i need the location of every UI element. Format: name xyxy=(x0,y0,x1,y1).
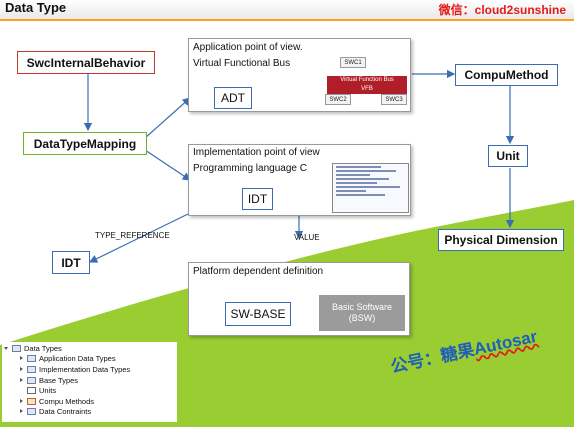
physical-dimension-node: Physical Dimension xyxy=(438,229,564,251)
vfb-swc3: SWC3 xyxy=(381,94,407,105)
tree-item-label: Compu Methods xyxy=(39,396,95,406)
implementation-panel-line1: Implementation point of view xyxy=(193,147,320,158)
data-constraint-icon xyxy=(27,407,36,415)
vfb-swc1: SWC1 xyxy=(340,57,366,68)
platform-panel-line1: Platform dependent definition xyxy=(193,266,324,277)
arrow-idt-type-reference xyxy=(88,213,189,263)
tree-item[interactable]: Application Data Types xyxy=(20,353,116,363)
application-panel-line2: Virtual Functional Bus xyxy=(193,58,291,69)
vfb-bus-label: Virtual Function Bus xyxy=(340,77,394,83)
application-panel: Application point of view. Virtual Funct… xyxy=(188,38,411,112)
type-reference-label: TYPE_REFERENCE xyxy=(95,231,170,240)
vfb-swc2: SWC2 xyxy=(325,94,351,105)
collapse-arrow-icon[interactable] xyxy=(20,378,23,382)
tree-item[interactable]: Base Types xyxy=(20,375,78,385)
application-panel-line1: Application point of view. xyxy=(193,42,303,53)
unit-node: Unit xyxy=(488,145,528,167)
tree-item[interactable]: Data Contraints xyxy=(20,406,91,416)
tree-item[interactable]: Implementation Data Types xyxy=(20,364,130,374)
tree-item[interactable]: Units xyxy=(27,385,56,395)
vfb-label: VFB xyxy=(361,86,373,92)
data-type-mapping-node: DataTypeMapping xyxy=(23,132,147,155)
swc-internal-behavior-node: SwcInternalBehavior xyxy=(17,51,155,74)
bsw-line1: Basic Software xyxy=(331,302,393,312)
arrow-mapping-to-idt xyxy=(144,149,191,181)
implementation-panel: Implementation point of view Programming… xyxy=(188,144,411,216)
arrow-mapping-to-adt xyxy=(144,97,191,139)
idt-node: IDT xyxy=(52,251,90,274)
tree-item[interactable]: Compu Methods xyxy=(20,396,94,406)
platform-panel: Platform dependent definition SW-BASE Ba… xyxy=(188,262,410,336)
tree-item-label: Application Data Types xyxy=(39,353,116,363)
idt-panel-label: IDT xyxy=(242,188,273,210)
compu-method-icon xyxy=(27,397,36,405)
collapse-arrow-icon[interactable] xyxy=(20,409,23,413)
value-label: VALUE xyxy=(294,233,320,242)
compu-method-node: CompuMethod xyxy=(455,64,558,86)
tree-item-label: Base Types xyxy=(39,375,79,385)
data-type-icon xyxy=(27,354,36,362)
sw-base-label: SW-BASE xyxy=(225,302,291,326)
vfb-bus-bar: Virtual Function Bus VFB xyxy=(327,76,407,94)
collapse-arrow-icon[interactable] xyxy=(20,356,23,360)
units-icon xyxy=(27,386,36,394)
bsw-box: Basic Software (BSW) xyxy=(319,295,405,331)
title-bar xyxy=(0,0,574,21)
collapse-arrow-icon[interactable] xyxy=(20,367,23,371)
code-preview-image xyxy=(332,163,409,213)
bsw-line2: (BSW) xyxy=(348,313,376,323)
folder-icon xyxy=(12,344,21,352)
data-types-tree: Data Types Application Data Types Implem… xyxy=(2,342,177,422)
tree-item-label: Units xyxy=(39,385,57,395)
tree-root[interactable]: Data Types xyxy=(4,343,62,353)
expand-arrow-icon[interactable] xyxy=(4,346,8,350)
tree-root-label: Data Types xyxy=(24,343,62,353)
implementation-panel-line2: Programming language C xyxy=(193,163,307,174)
tree-item-label: Implementation Data Types xyxy=(39,364,131,374)
data-type-icon xyxy=(27,365,36,373)
tree-item-label: Data Contraints xyxy=(39,406,92,416)
adt-label: ADT xyxy=(214,87,252,109)
watermark-top: 微信：cloud2sunshine xyxy=(438,3,566,17)
data-type-icon xyxy=(27,376,36,384)
collapse-arrow-icon[interactable] xyxy=(20,399,23,403)
page-title: Data Type xyxy=(5,0,67,15)
